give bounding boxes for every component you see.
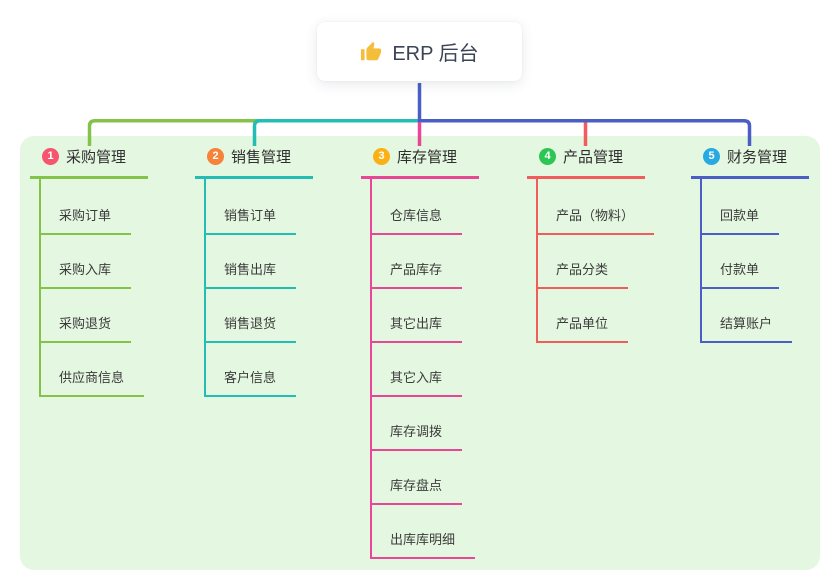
branch-inventory-label: 库存管理 bbox=[397, 149, 458, 166]
node-sales-order[interactable]: 销售订单 bbox=[206, 179, 297, 235]
node-product-stock[interactable]: 产品库存 bbox=[372, 235, 463, 289]
node-product-unit[interactable]: 产品单位 bbox=[538, 289, 629, 343]
branch-finance-header[interactable]: 5 财务管理 bbox=[691, 146, 809, 179]
branch-product-label: 产品管理 bbox=[563, 149, 624, 166]
node-other-inbound[interactable]: 其它入库 bbox=[372, 343, 463, 397]
badge-3: 3 bbox=[373, 148, 390, 165]
node-product-material[interactable]: 产品（物料） bbox=[538, 179, 655, 235]
node-stock-count[interactable]: 库存盘点 bbox=[372, 451, 463, 505]
node-sales-outbound[interactable]: 销售出库 bbox=[206, 235, 297, 289]
root-node-erp[interactable]: ERP 后台 bbox=[317, 22, 522, 81]
badge-1: 1 bbox=[42, 148, 59, 165]
branch-product-children: 产品（物料） 产品分类 产品单位 bbox=[536, 179, 655, 343]
branch-sales-children: 销售订单 销售出库 销售退货 客户信息 bbox=[204, 179, 297, 397]
node-warehouse-info[interactable]: 仓库信息 bbox=[372, 179, 463, 235]
branch-inventory: 3 库存管理 仓库信息 产品库存 其它出库 其它入库 库存调拨 库存盘点 出库库… bbox=[361, 146, 479, 559]
badge-2: 2 bbox=[207, 148, 224, 165]
node-customer-info[interactable]: 客户信息 bbox=[206, 343, 297, 397]
branch-purchase-label: 采购管理 bbox=[66, 149, 127, 166]
branches-panel bbox=[20, 136, 820, 570]
branch-purchase: 1 采购管理 采购订单 采购入库 采购退货 供应商信息 bbox=[30, 146, 148, 397]
branch-finance-label: 财务管理 bbox=[727, 149, 788, 166]
badge-5: 5 bbox=[703, 148, 720, 165]
node-payment-slip[interactable]: 付款单 bbox=[702, 235, 780, 289]
node-stock-transfer[interactable]: 库存调拨 bbox=[372, 397, 463, 451]
branch-purchase-children: 采购订单 采购入库 采购退货 供应商信息 bbox=[39, 179, 145, 397]
branch-purchase-header[interactable]: 1 采购管理 bbox=[30, 146, 148, 179]
thumbs-up-icon bbox=[361, 41, 382, 60]
branch-finance-children: 回款单 付款单 结算账户 bbox=[700, 179, 793, 343]
node-receipt-slip[interactable]: 回款单 bbox=[702, 179, 780, 235]
branch-inventory-children: 仓库信息 产品库存 其它出库 其它入库 库存调拨 库存盘点 出库库明细 bbox=[370, 179, 476, 559]
node-sales-return[interactable]: 销售退货 bbox=[206, 289, 297, 343]
node-other-outbound[interactable]: 其它出库 bbox=[372, 289, 463, 343]
branch-sales: 2 销售管理 销售订单 销售出库 销售退货 客户信息 bbox=[195, 146, 313, 397]
branch-product: 4 产品管理 产品（物料） 产品分类 产品单位 bbox=[527, 146, 655, 343]
node-settlement-account[interactable]: 结算账户 bbox=[702, 289, 793, 343]
node-purchase-inbound[interactable]: 采购入库 bbox=[41, 235, 132, 289]
branch-sales-header[interactable]: 2 销售管理 bbox=[195, 146, 313, 179]
node-outbound-detail[interactable]: 出库库明细 bbox=[372, 505, 476, 559]
node-product-category[interactable]: 产品分类 bbox=[538, 235, 629, 289]
badge-4: 4 bbox=[539, 148, 556, 165]
node-supplier-info[interactable]: 供应商信息 bbox=[41, 343, 145, 397]
node-purchase-return[interactable]: 采购退货 bbox=[41, 289, 132, 343]
node-purchase-order[interactable]: 采购订单 bbox=[41, 179, 132, 235]
branch-product-header[interactable]: 4 产品管理 bbox=[527, 146, 645, 179]
branch-sales-label: 销售管理 bbox=[231, 149, 292, 166]
root-node-title: ERP 后台 bbox=[392, 43, 479, 65]
branch-finance: 5 财务管理 回款单 付款单 结算账户 bbox=[691, 146, 809, 343]
branch-inventory-header[interactable]: 3 库存管理 bbox=[361, 146, 479, 179]
